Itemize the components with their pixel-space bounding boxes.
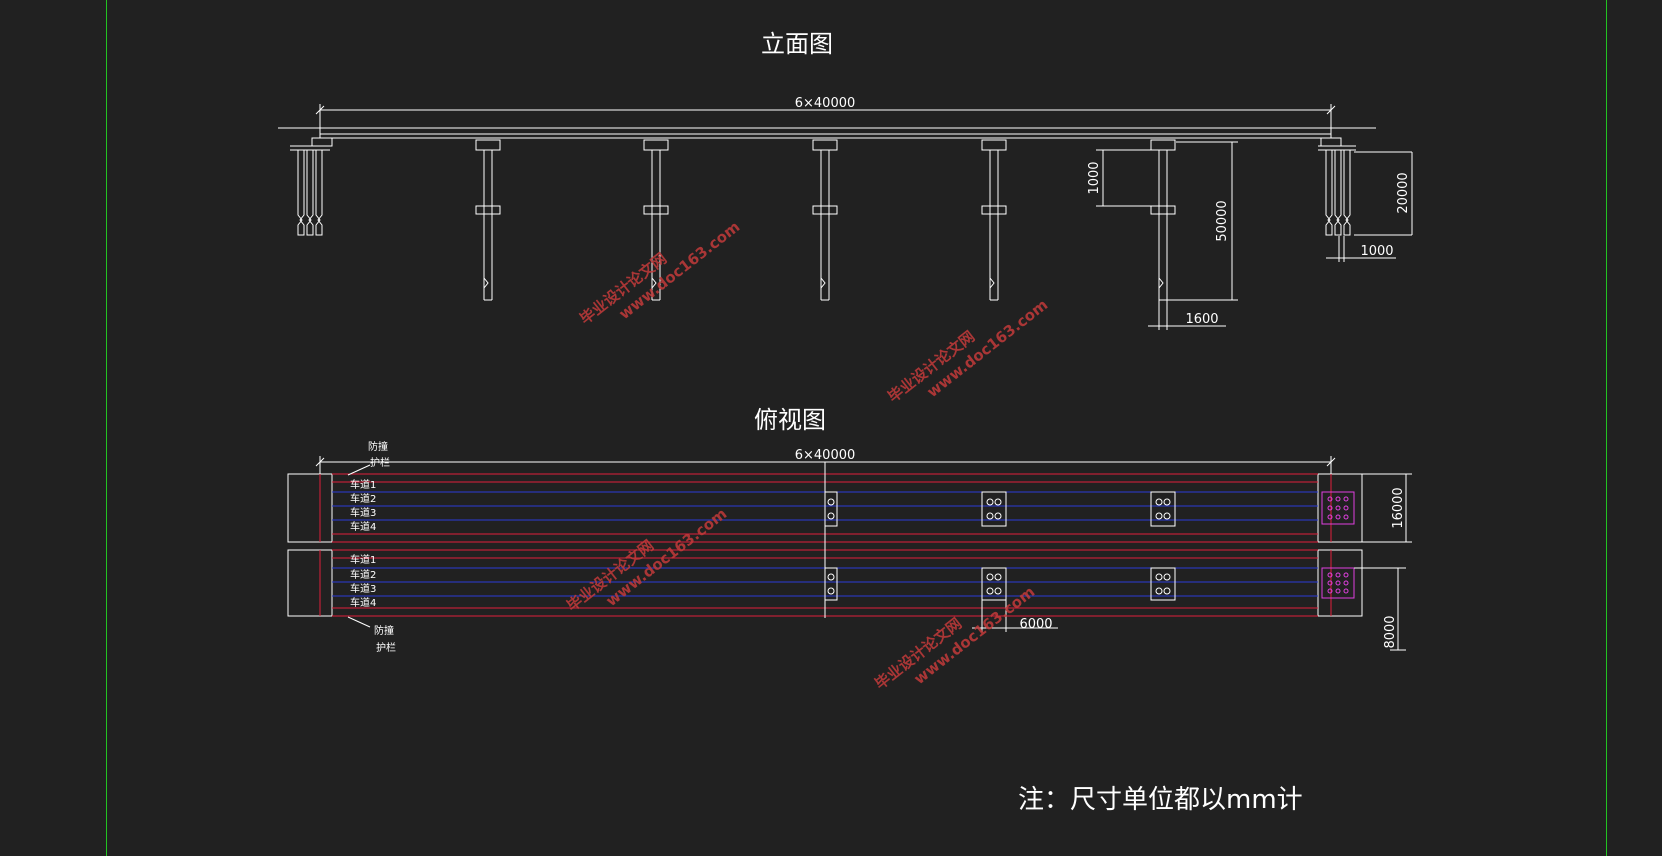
pier-2 <box>643 139 669 301</box>
units-note: 注：尺寸单位都以mm计 <box>1018 785 1303 815</box>
bottom-barrier-label: 防撞 <box>374 624 394 637</box>
dim-1000-horizontal: 1000 <box>1360 244 1393 259</box>
lane-label-bottom-2: 车道2 <box>350 568 376 581</box>
drawing-frame-left <box>106 0 107 856</box>
abutment-pile-groups <box>1321 491 1355 599</box>
pier-3 <box>812 139 838 301</box>
pier-5 <box>1150 139 1176 301</box>
dim-6000: 6000 <box>1019 617 1052 632</box>
plan-span-label: 6×40000 <box>795 448 856 463</box>
dim-16000: 16000 <box>1391 487 1406 528</box>
watermark-4: 毕业设计论文网 www.doc163.com <box>871 583 1038 694</box>
dim-1000-vertical: 1000 <box>1087 161 1102 194</box>
dim-8000: 8000 <box>1383 615 1398 648</box>
watermark-3: 毕业设计论文网 www.doc163.com <box>563 505 730 616</box>
pier-1 <box>475 139 501 301</box>
plan-piers <box>824 491 1176 601</box>
lane-label-bottom-3: 车道3 <box>350 582 376 595</box>
plan-view <box>287 456 1412 651</box>
elevation-span-label: 6×40000 <box>795 96 856 111</box>
lane-label-bottom-4: 车道4 <box>350 596 376 609</box>
top-guardrail-label: 护栏 <box>370 456 390 469</box>
lane-label-top-2: 车道2 <box>350 492 376 505</box>
watermark-2: 毕业设计论文网 www.doc163.com <box>884 296 1051 407</box>
plan-title: 俯视图 <box>754 406 826 434</box>
bottom-guardrail-label: 护栏 <box>376 641 396 654</box>
dim-50000: 50000 <box>1215 200 1230 241</box>
lane-label-top-1: 车道1 <box>350 478 376 491</box>
drawing-frame-right <box>1606 0 1607 856</box>
top-barrier-label: 防撞 <box>368 440 388 453</box>
elevation-title: 立面图 <box>761 30 833 58</box>
lane-label-bottom-1: 车道1 <box>350 553 376 566</box>
dim-1600: 1600 <box>1185 312 1218 327</box>
dim-20000: 20000 <box>1396 172 1411 213</box>
elevation-view <box>278 104 1413 330</box>
pier-4 <box>981 139 1007 301</box>
lane-label-top-4: 车道4 <box>350 520 376 533</box>
lane-label-top-3: 车道3 <box>350 506 376 519</box>
